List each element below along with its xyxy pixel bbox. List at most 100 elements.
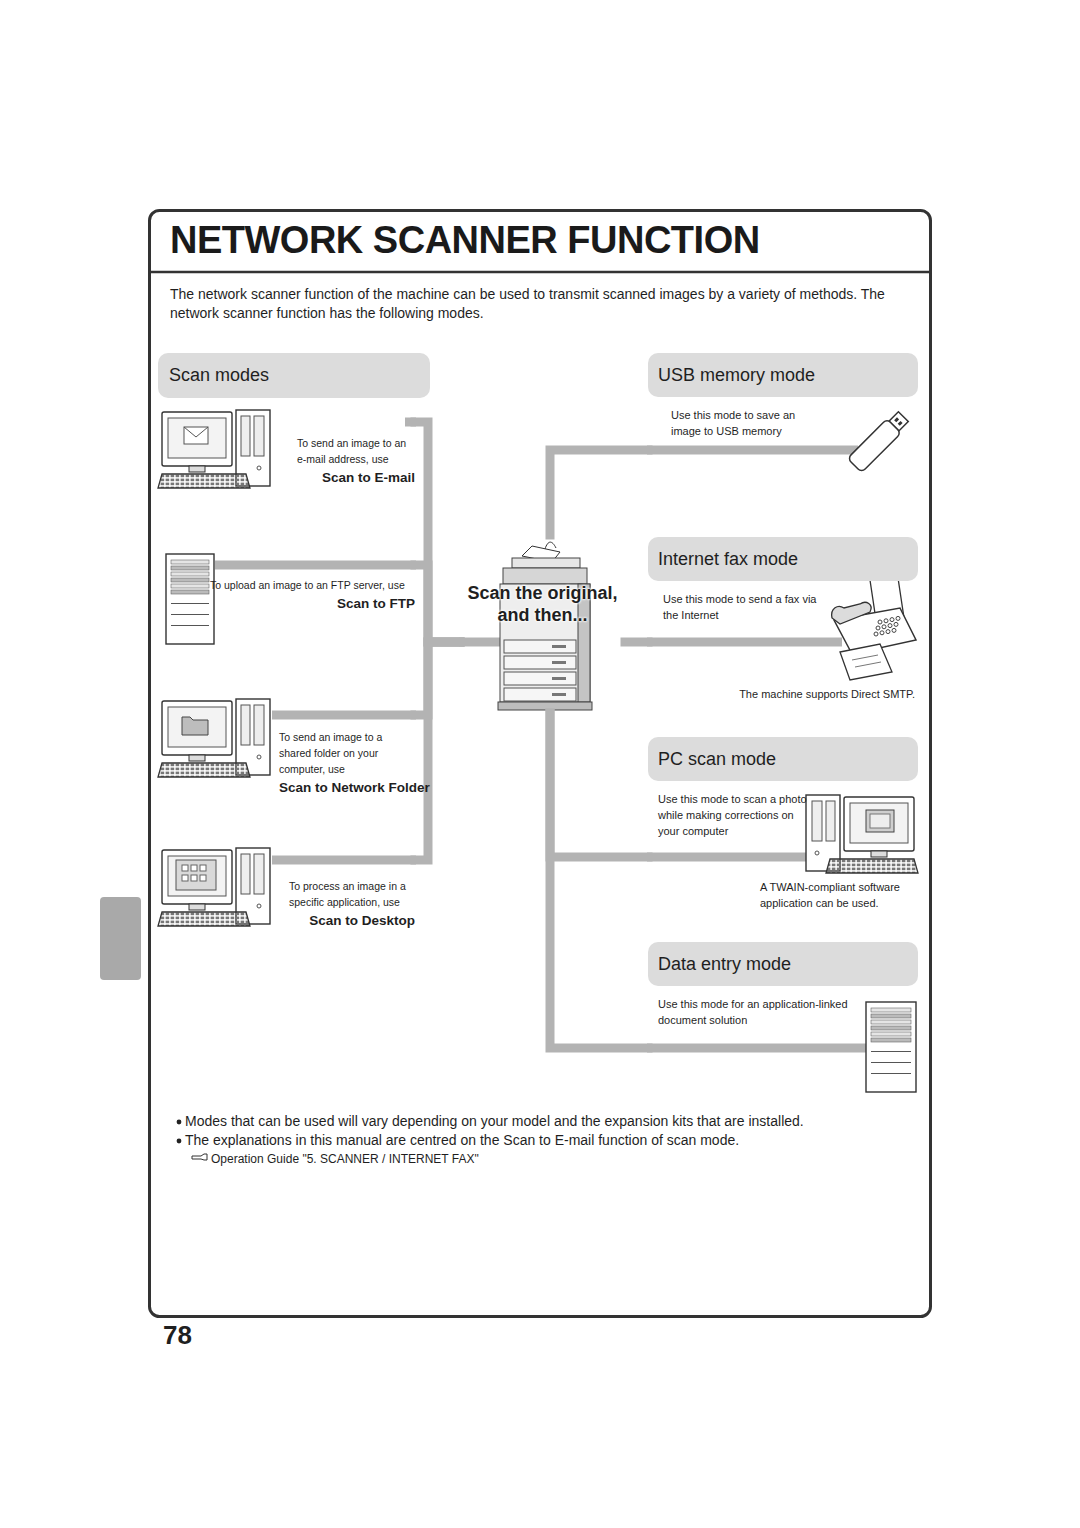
mode-description: Use this mode to scan a photo while maki… <box>658 791 808 839</box>
computer-icon <box>158 699 270 777</box>
mode-description: To send an image to a shared folder on y… <box>279 729 399 777</box>
connector-line <box>415 422 460 642</box>
connector-line <box>550 450 648 535</box>
fax-handset <box>832 602 871 624</box>
server-slot <box>171 560 209 564</box>
drive-bay <box>241 705 250 745</box>
fax-key <box>890 618 894 622</box>
mode-name: Scan to Network Folder <box>279 780 415 795</box>
keyboard <box>158 912 250 926</box>
monitor-screen <box>850 803 908 843</box>
mode-description: To process an image in a specific applic… <box>289 878 415 910</box>
computer-icon <box>158 410 270 488</box>
connector-line <box>625 638 648 647</box>
mode-heading: USB memory mode <box>648 353 918 397</box>
usb-body <box>847 419 901 473</box>
server-slot <box>871 1038 911 1042</box>
computer-icon <box>158 848 270 926</box>
section-heading-band: Scan modes <box>158 353 430 398</box>
keyboard <box>826 859 918 873</box>
chapter-tab <box>100 897 141 980</box>
server-slot <box>171 566 209 570</box>
mode-heading: Data entry mode <box>648 942 918 986</box>
server-slot <box>171 572 209 576</box>
connector-line <box>550 713 648 1048</box>
mode-panel: Internet fax modeUse this mode to send a… <box>648 537 918 647</box>
monitor-stand <box>189 755 205 761</box>
mode-heading: Internet fax mode <box>648 537 918 581</box>
photo-icon <box>866 810 894 832</box>
fax-key <box>888 624 892 628</box>
connector-stub <box>272 711 416 720</box>
connector-line <box>415 642 460 715</box>
fax-key <box>882 625 886 629</box>
connector-line <box>415 565 460 642</box>
connector-stub <box>647 1044 866 1053</box>
fax-paper-line <box>852 655 878 660</box>
monitor-stand <box>189 904 205 910</box>
drive-bay <box>812 801 822 841</box>
fax-key <box>894 622 898 626</box>
section-heading: Scan modes <box>158 353 430 398</box>
copier-drawer <box>504 640 576 653</box>
bullet <box>177 1120 182 1125</box>
mode-name: Scan to E-mail <box>297 470 415 485</box>
monitor-stand <box>189 466 205 472</box>
drawer-handle <box>552 661 566 664</box>
photo-inner <box>870 814 890 828</box>
copier-node: Scan the original, and then... <box>460 535 625 713</box>
monitor-screen <box>168 418 226 458</box>
mode-name: Scan to Desktop <box>289 913 415 928</box>
scan-mode-item: To upload an image to an FTP server, use… <box>160 550 415 611</box>
server-slot <box>871 1008 911 1012</box>
server-panel <box>871 1051 911 1052</box>
window-tile <box>200 875 206 881</box>
copier-feeder <box>512 558 580 568</box>
connector-stub <box>459 638 501 647</box>
window-tile <box>191 875 197 881</box>
mode-description: Use this mode to save an image to USB me… <box>671 407 821 439</box>
mode-description: Use this mode for an application-linked … <box>658 996 848 1028</box>
mode-heading: PC scan mode <box>648 737 918 781</box>
monitor <box>162 412 232 472</box>
monitor <box>162 850 232 910</box>
folder-icon <box>182 717 208 735</box>
mode-description: To send an image to an e-mail address, u… <box>297 435 415 467</box>
drive-bay <box>254 705 264 745</box>
monitor <box>162 701 232 761</box>
keyboard <box>158 474 250 488</box>
copier-caption: Scan the original, and then... <box>460 582 625 626</box>
page-frame <box>150 211 931 1317</box>
server-slot <box>171 590 209 594</box>
mode-description: Use this mode to send a fax via the Inte… <box>663 591 833 623</box>
window-tile <box>200 865 206 871</box>
note-text: The machine supports Direct SMTP. <box>690 686 915 702</box>
reference-hand <box>192 1154 207 1160</box>
fax-key <box>874 632 878 636</box>
mode-panel: USB memory modeUse this mode to save an … <box>648 353 918 455</box>
page-number: 78 <box>163 1320 223 1350</box>
fax-machine <box>832 578 916 680</box>
monitor-stand <box>871 851 887 857</box>
bullet <box>177 1139 182 1144</box>
note-text: Modes that can be used will vary dependi… <box>185 1112 915 1131</box>
monitor-frame <box>162 850 232 904</box>
server-panel <box>871 1073 911 1074</box>
monitor-screen <box>168 856 226 896</box>
fax-key <box>880 631 884 635</box>
drive-bay <box>241 416 250 456</box>
fax-paper-out <box>840 644 892 680</box>
mode-panel: PC scan modeUse this mode to scan a phot… <box>648 737 918 862</box>
note-text: Operation Guide "5. SCANNER / INTERNET F… <box>211 1151 711 1167</box>
scan-mode-item: To send an image to a shared folder on y… <box>160 696 415 795</box>
server-panel <box>871 1062 911 1063</box>
window-tile <box>182 875 188 881</box>
usb-stick <box>847 410 910 473</box>
fax-key <box>896 616 900 620</box>
computer-icon <box>806 795 918 873</box>
mode-description: To upload an image to an FTP server, use <box>210 577 415 593</box>
intro-text: The network scanner function of the mach… <box>170 285 920 323</box>
monitor-frame <box>162 701 232 755</box>
power-button <box>257 466 261 470</box>
server-slot <box>871 1014 911 1018</box>
